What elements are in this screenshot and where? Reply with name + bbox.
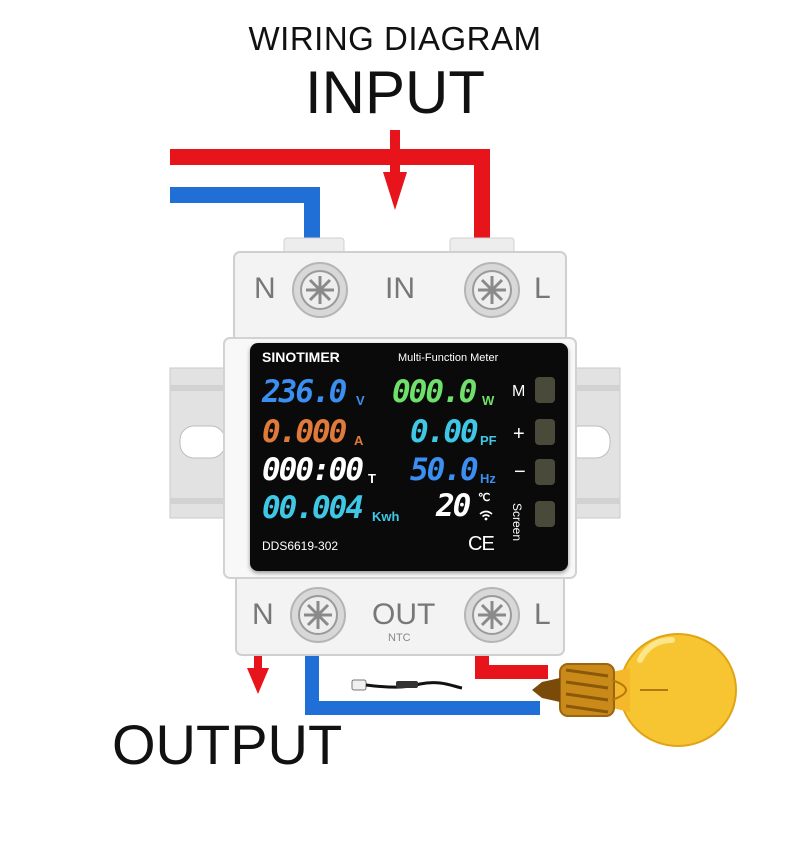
- ce-mark: CE: [468, 533, 495, 555]
- time-value: 000:00: [262, 452, 364, 488]
- minus-button[interactable]: [535, 459, 555, 485]
- power-factor-unit: PF: [480, 433, 497, 448]
- voltage-value: 236.0: [262, 374, 347, 410]
- m-button[interactable]: [535, 377, 555, 403]
- terminal-screw-icon: [464, 262, 520, 318]
- terminal-l-top: L: [534, 272, 551, 305]
- wifi-icon: [479, 510, 493, 521]
- screen-button[interactable]: [535, 501, 555, 527]
- current-unit: A: [354, 433, 364, 448]
- terminal-in: IN: [385, 272, 415, 305]
- frequency-unit: Hz: [480, 471, 496, 486]
- power-value: 000.0: [392, 374, 477, 410]
- energy-value: 00.004: [262, 490, 364, 526]
- terminal-l-bottom: L: [534, 598, 551, 631]
- button-m-label: M: [512, 383, 526, 400]
- temperature-value: 20: [436, 488, 471, 524]
- diagram-heading: WIRING DIAGRAM: [248, 20, 542, 57]
- neutral-wire-out: [305, 650, 540, 715]
- input-label: INPUT: [305, 59, 485, 126]
- plus-button[interactable]: [535, 419, 555, 445]
- frequency-value: 50.0: [410, 452, 479, 488]
- light-bulb-icon: [532, 633, 737, 747]
- current-value: 0.000: [262, 414, 347, 450]
- energy-unit: Kwh: [372, 509, 400, 524]
- output-label: OUTPUT: [112, 713, 343, 776]
- terminal-screw-icon: [292, 262, 348, 318]
- button-minus-label: −: [514, 461, 526, 483]
- power-factor-value: 0.00: [410, 414, 479, 450]
- terminal-n-top: N: [254, 272, 276, 305]
- terminal-screw-icon: [464, 587, 520, 643]
- terminal-n-bottom: N: [252, 598, 274, 631]
- button-plus-label: +: [513, 423, 525, 445]
- button-screen-label: Screen: [510, 502, 525, 542]
- ntc-sensor-icon: [351, 679, 463, 691]
- brand-label: SINOTIMER: [262, 349, 340, 365]
- wires: [170, 149, 548, 715]
- voltage-unit: V: [356, 393, 365, 408]
- temperature-unit: ℃: [478, 492, 491, 504]
- down-arrow-icon: [383, 130, 407, 210]
- time-unit: T: [368, 471, 376, 486]
- terminal-screw-icon: [290, 587, 346, 643]
- neutral-wire-in: [170, 187, 320, 250]
- live-wire-out: [475, 650, 548, 679]
- power-unit: W: [482, 393, 495, 408]
- meter-display: SINOTIMER Multi-Function Meter 236.0 V 0…: [250, 343, 568, 571]
- ntc-label: NTC: [388, 632, 411, 644]
- down-arrow-icon: [247, 652, 269, 694]
- terminal-out: OUT: [372, 598, 436, 631]
- device-subtitle: Multi-Function Meter: [398, 352, 499, 364]
- model-number: DDS6619-302: [262, 539, 339, 553]
- live-wire-in: [170, 149, 490, 250]
